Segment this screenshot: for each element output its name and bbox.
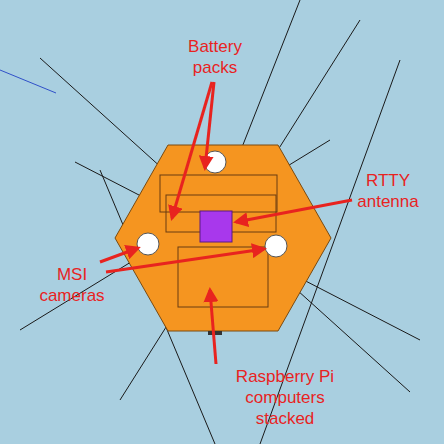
part-label: MSI cameras bbox=[32, 264, 112, 306]
callout-arrows bbox=[100, 82, 352, 364]
blue-line bbox=[0, 70, 56, 93]
suspension-lines bbox=[20, 0, 420, 444]
msi-camera bbox=[265, 235, 287, 257]
part-label: RTTY antenna bbox=[348, 170, 428, 212]
hexagon-body bbox=[115, 145, 331, 331]
rtty-antenna bbox=[200, 211, 232, 242]
part-label: Raspberry Pi computers stacked bbox=[229, 366, 341, 429]
part-label: Battery packs bbox=[175, 36, 255, 78]
msi-camera bbox=[137, 233, 159, 255]
battery-pack bbox=[160, 175, 277, 212]
